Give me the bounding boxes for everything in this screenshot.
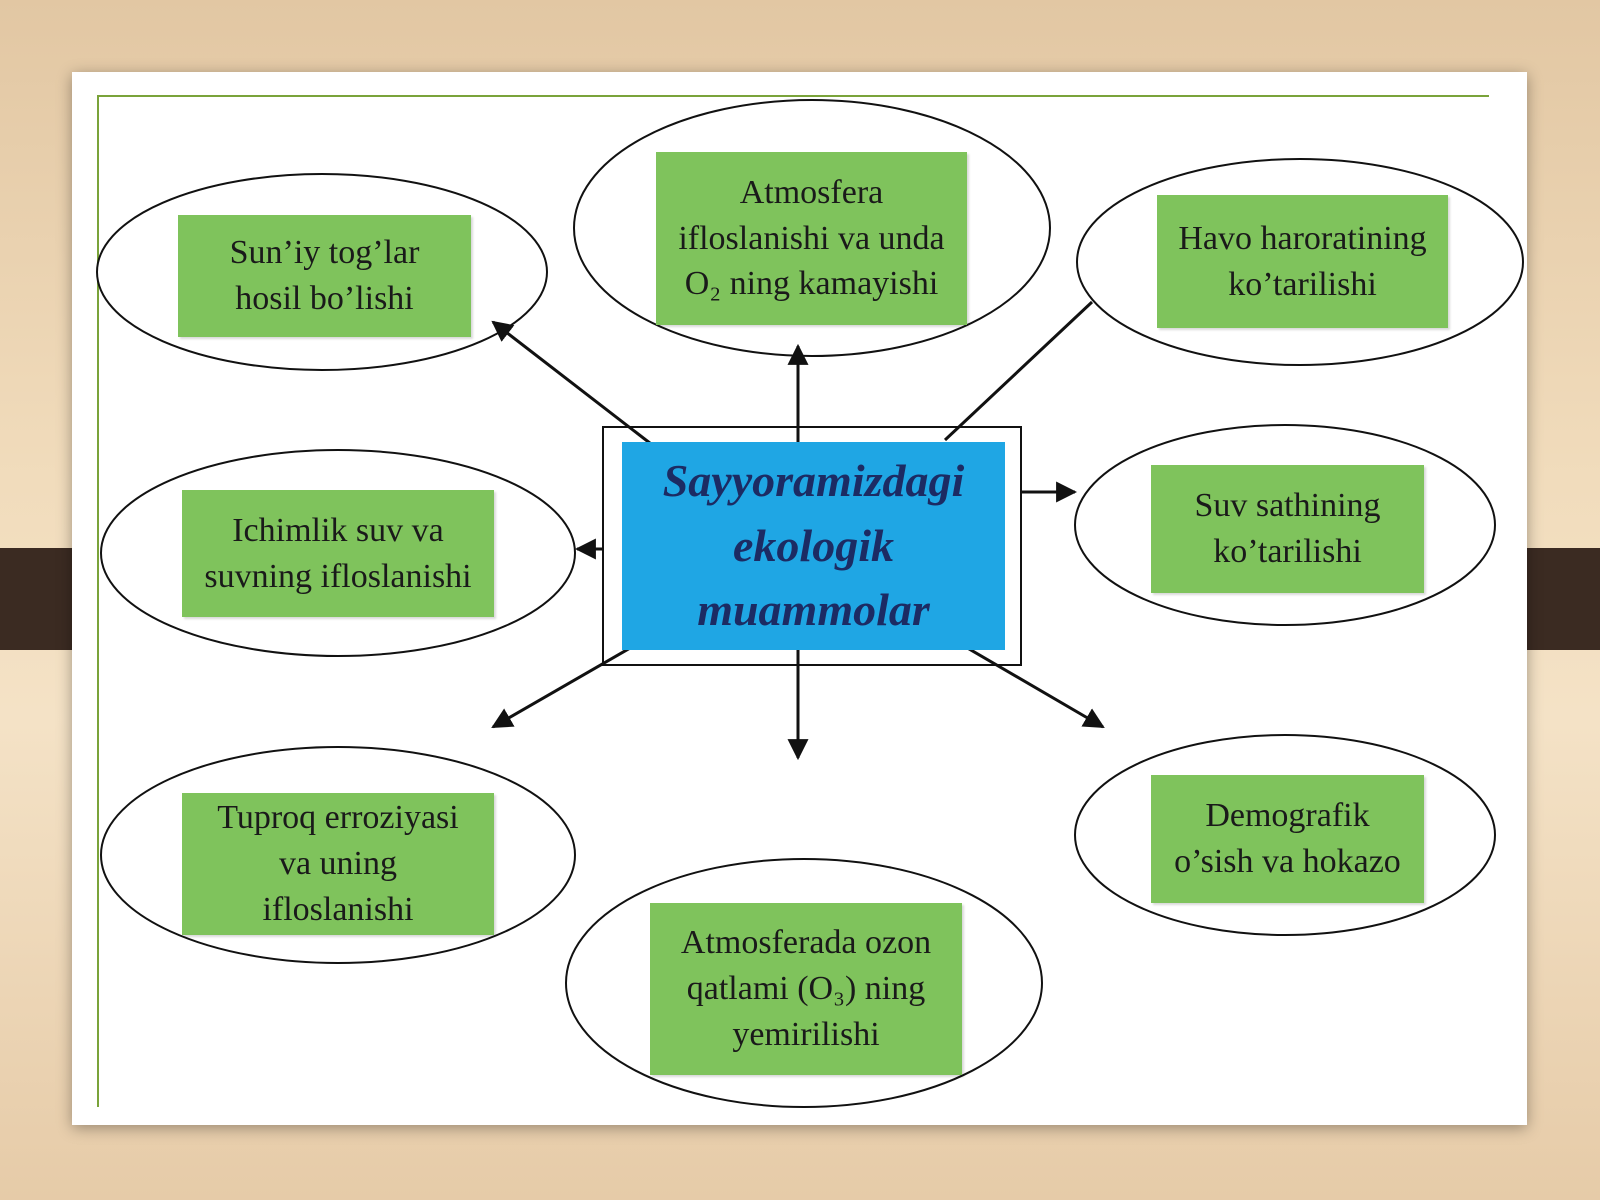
center-line: ekologik [733, 519, 894, 571]
node-havo-harorati: Havo haroratining ko’tarilishi [1157, 195, 1448, 328]
node-line: Ichimlik suv va [232, 511, 444, 549]
node-suniy-toglar: Sun’iy tog’lar hosil bo’lishi [178, 215, 471, 337]
node-suv-sathi: Suv sathining ko’tarilishi [1151, 465, 1424, 593]
node-demografik: Demografik o’sish va hokazo [1151, 775, 1424, 903]
node-line: suvning ifloslanishi [204, 557, 472, 595]
node-line: O₂ ning kamayishi [684, 265, 939, 303]
arrow-to-suniy-toglar [491, 320, 656, 449]
line-to-havo-harorati [943, 300, 1094, 442]
node-ozon-qatlami: Atmosferada ozon qatlami (O₃) ning yemir… [650, 903, 962, 1075]
node-line: Tuproq erroziyasi [217, 799, 459, 837]
node-line: va uning [278, 845, 398, 883]
node-line: ko’tarilishi [1213, 533, 1362, 570]
node-line: ko’tarilishi [1228, 265, 1377, 303]
node-atmosfera-ifloslanishi: Atmosfera ifloslanishi va unda O₂ ning k… [656, 152, 967, 325]
node-line: Havo haroratining [1178, 219, 1427, 257]
node-line: Demografik [1205, 797, 1370, 835]
center-line: muammolar [697, 584, 930, 636]
center-line: Sayyoramizdagi [662, 455, 965, 507]
node-line: o’sish va hokazo [1174, 843, 1401, 880]
node-line: Suv sathining [1194, 487, 1381, 525]
node-line: Atmosferada ozon [680, 924, 932, 962]
node-line: ifloslanishi va unda [678, 219, 945, 257]
node-line: ifloslanishi [262, 890, 414, 928]
center-topic: Sayyoramizdagi ekologik muammolar [622, 442, 1005, 650]
node-tuproq-erroziyasi: Tuproq erroziyasi va uning ifloslanishi [182, 793, 494, 935]
node-line: hosil bo’lishi [235, 280, 414, 317]
node-line: Sun’iy tog’lar [229, 234, 420, 272]
node-line: Atmosfera [739, 173, 884, 211]
node-line: qatlami (O₃) ning [686, 970, 926, 1008]
node-ichimlik-suv: Ichimlik suv va suvning ifloslanishi [182, 490, 494, 617]
slide-frame [97, 95, 1489, 1107]
node-line: yemirilishi [732, 1015, 880, 1053]
